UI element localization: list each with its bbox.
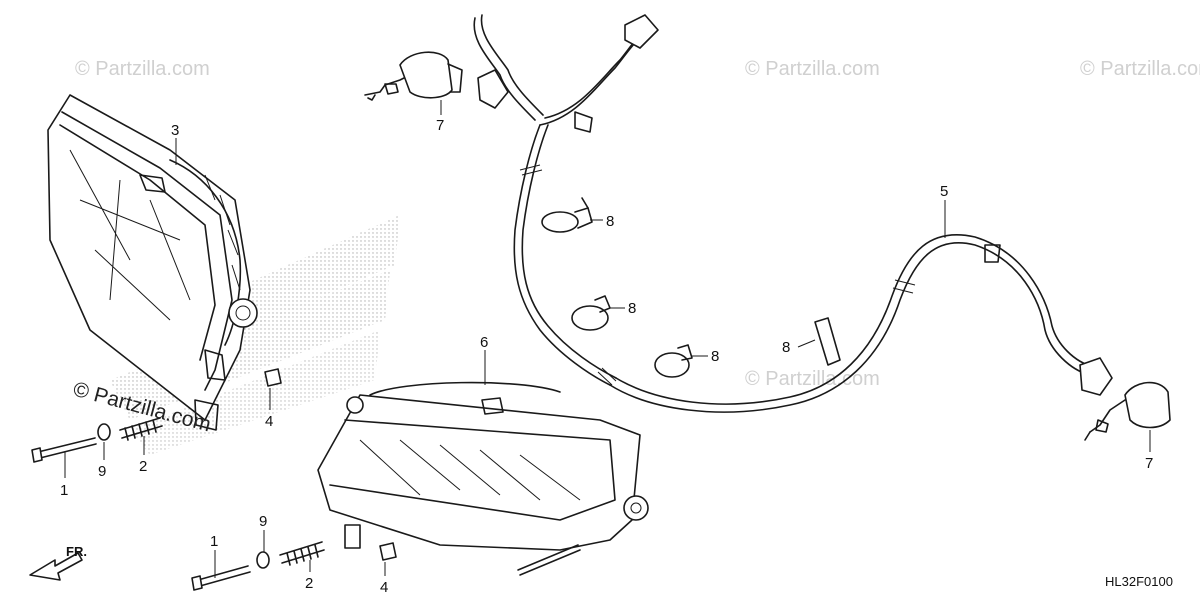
callouts: 3 7 8 8 8 8 5 6 4 9 2 1 1 9 2 4 7 [60,117,1153,596]
diagram-code: HL32F0100 [1105,574,1173,589]
callout-9[interactable]: 9 [259,513,267,530]
watermark-text: © Partzilla.com [745,58,880,80]
bulb-top[interactable] [364,51,463,101]
callout-5[interactable]: 5 [940,183,948,200]
callout-1[interactable]: 1 [60,482,68,499]
wire-harness-top[interactable] [473,14,659,386]
watermark-text: © Partzilla.com [745,368,880,390]
callout-7[interactable]: 7 [436,117,444,134]
callout-8[interactable]: 8 [606,213,614,230]
callout-1[interactable]: 1 [210,533,218,550]
watermark-text: © Partzilla.com [1080,58,1200,80]
clamps[interactable] [541,197,841,378]
callout-9[interactable]: 9 [98,463,106,480]
callout-6[interactable]: 6 [480,334,488,351]
callout-4[interactable]: 4 [380,579,388,596]
callout-2[interactable]: 2 [305,575,313,592]
front-indicator-label: FR. [66,544,87,559]
watermarks: © Partzilla.com © Partzilla.com © Partzi… [75,58,1200,390]
headlight-left[interactable] [47,94,258,431]
front-arrow-icon: FR. [29,544,87,581]
bulb-right[interactable] [1084,381,1171,441]
headlight-right[interactable] [317,381,649,576]
callout-8[interactable]: 8 [711,348,719,365]
fasteners-left[interactable] [31,368,282,463]
wire-harness-right[interactable] [609,234,1113,413]
callout-4[interactable]: 4 [265,413,273,430]
callout-2[interactable]: 2 [139,458,147,475]
callout-7[interactable]: 7 [1145,455,1153,472]
callout-8[interactable]: 8 [782,339,790,356]
leader-lines [64,100,1151,578]
watermark-text: © Partzilla.com [75,58,210,80]
callout-8[interactable]: 8 [628,300,636,317]
fasteners-bottom[interactable] [191,541,397,591]
callout-3[interactable]: 3 [171,122,179,139]
